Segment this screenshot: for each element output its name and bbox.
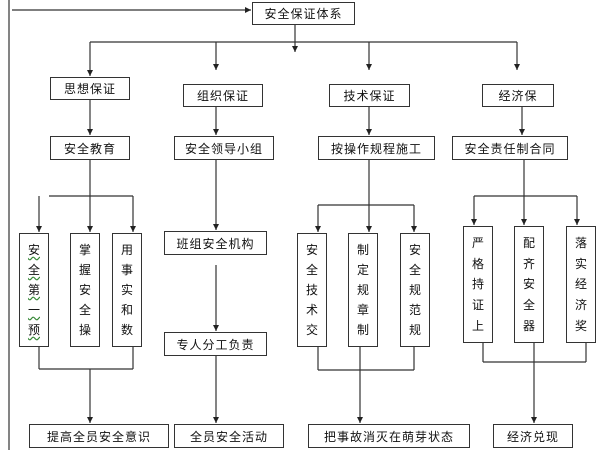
branch-title-technical: 技术保证 [329,84,410,107]
vertical-item-char: 全 [78,303,91,317]
arrow-down-icon [130,226,136,232]
team-safety-org: 班组安全机构 [164,231,267,255]
vertical-item-char: 配 [522,236,535,251]
sub-node-safety-education: 安全教育 [50,136,130,160]
result-economic-cashing: 经济兑现 [493,424,573,448]
arrow-down-icon [87,226,93,232]
arrow-down-icon [531,417,537,423]
arrow-down-icon [521,219,527,225]
vertical-item-char: 实 [574,256,587,271]
dedicated-staff: 专人分工负责 [164,332,267,356]
arrow-down-icon [315,226,321,232]
vertical-item-char: 安 [305,243,318,257]
result-nip-in-bud: 把事故消灭在萌芽状态 [308,424,470,448]
arrow-down-icon [87,417,93,423]
vertical-item-char: 经 [574,277,587,292]
vertical-item-char: 规 [408,323,421,337]
arrow-down-icon [514,64,520,70]
vertical-item-char: 握 [78,263,91,277]
vertical-item-char: 奖 [574,318,587,333]
vertical-item-char: 格 [471,256,484,271]
branch-title-organization: 组织保证 [183,84,263,107]
vertical-item-char: 制 [356,323,369,337]
vertical-item-char: 安 [27,243,40,257]
arrow-down-icon [213,129,219,135]
vertical-item-char: 一 [27,303,40,317]
vertical-item-char: 定 [356,263,369,277]
arrow-down-icon [213,325,219,331]
vertical-item-char: 证 [471,298,484,313]
vertical-item-0-0: 安全第一预 [19,233,49,347]
vertical-item-char: 济 [574,298,587,313]
vertical-item-3-0: 严格持证上 [463,226,493,343]
vertical-item-2-2: 安全规范规 [400,233,430,347]
vertical-item-2-1: 制定规章制 [348,233,378,347]
vertical-item-char: 落 [574,236,587,251]
vertical-item-char: 齐 [522,256,535,271]
vertical-item-3-2: 落实经济奖 [566,226,596,343]
arrow-down-icon [87,70,93,76]
vertical-item-char: 安 [522,277,535,292]
result-safety-awareness: 提高全员安全意识 [29,424,169,448]
vertical-item-char: 严 [471,236,484,251]
arrow-down-icon [213,224,219,230]
vertical-item-3-1: 配齐安全器 [514,226,544,343]
vertical-item-char: 章 [356,303,369,317]
vertical-item-char: 数 [120,323,133,337]
vertical-item-char: 交 [305,323,318,337]
arrow-down-icon [471,219,477,225]
vertical-item-char: 规 [356,283,369,297]
arrow-down-icon [519,129,525,135]
sub-node-operate-by-rules: 按操作规程施工 [318,136,435,160]
vertical-item-char: 预 [27,323,40,337]
vertical-item-char: 事 [120,263,133,277]
arrow-down-icon [87,129,93,135]
vertical-item-char: 全 [408,263,421,277]
vertical-item-char: 全 [27,263,40,277]
arrow-down-icon [411,226,417,232]
vertical-item-2-0: 安全技术交 [297,233,327,347]
branch-title-ideology: 思想保证 [50,77,130,100]
sub-node-safety-leadership: 安全领导小组 [174,136,274,160]
vertical-item-char: 用 [120,243,133,257]
vertical-item-char: 器 [522,318,535,333]
arrow-down-icon [213,417,219,423]
vertical-item-char: 实 [120,283,133,297]
arrow-down-icon [366,129,372,135]
vertical-item-char: 术 [305,303,318,317]
vertical-item-char: 技 [305,283,318,297]
vertical-item-char: 掌 [78,243,91,257]
vertical-item-char: 全 [305,263,318,277]
root-node: 安全保证体系 [252,2,355,25]
arrow-down-icon [366,64,372,70]
vertical-item-char: 规 [408,283,421,297]
vertical-item-0-2: 用事实和数 [112,233,142,347]
arrow-down-icon [213,64,219,70]
arrow-down-icon [574,219,580,225]
vertical-item-char: 第 [27,283,40,297]
arrow-down-icon [357,417,363,423]
arrow-down-icon [366,226,372,232]
vertical-item-char: 操 [78,323,91,337]
vertical-item-char: 上 [471,318,484,333]
arrow-right-icon [245,7,251,13]
sub-node-responsibility-contract: 安全责任制合同 [452,136,568,160]
arrow-down-icon [36,226,42,232]
vertical-item-char: 全 [522,298,535,313]
vertical-item-char: 安 [78,283,91,297]
branch-title-economic: 经济保 [482,84,554,107]
vertical-item-char: 安 [408,243,421,257]
vertical-item-char: 持 [471,277,484,292]
vertical-item-char: 范 [408,303,421,317]
vertical-item-char: 和 [120,303,133,317]
vertical-item-char: 制 [356,243,369,257]
result-all-staff-activity: 全员安全活动 [174,424,284,448]
vertical-item-0-1: 掌握安全操 [70,233,100,347]
arrow-down-icon [292,46,298,52]
